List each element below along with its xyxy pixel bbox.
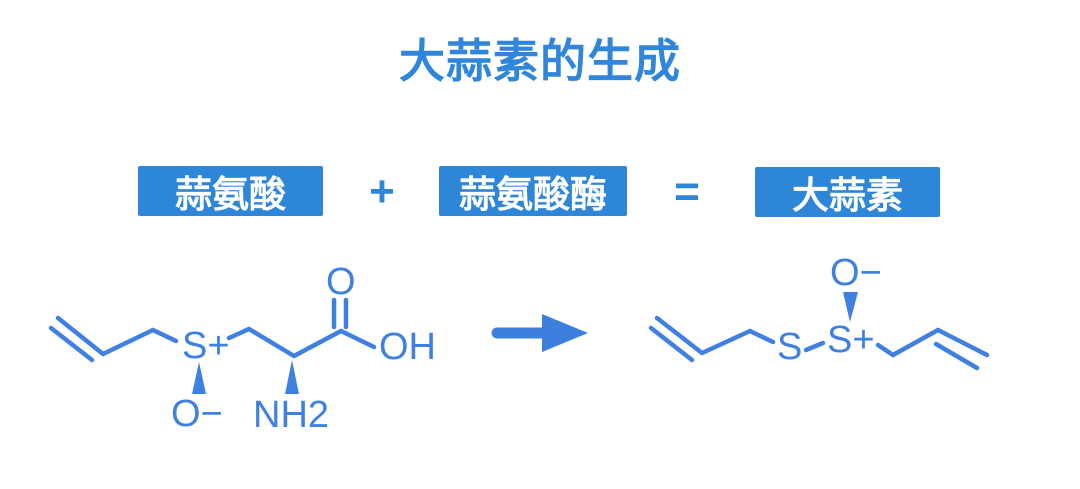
reaction-arrow-head (542, 314, 588, 352)
alliin-c-oh-bond (338, 328, 377, 350)
alliin-structure: S+ O− NH2 O OH (48, 261, 436, 436)
allicin-sulfonium-label: S+ (827, 319, 875, 361)
alliin-amine-label: NH2 (253, 394, 329, 436)
alliin-ch-nh2-wedge-bond (285, 360, 299, 394)
alliin-hydroxyl-label: OH (379, 326, 436, 368)
plus-sign: + (369, 167, 395, 216)
allicin-right-vinyl-double-bond-inner (933, 341, 980, 371)
reaction-scheme: S+ O− NH2 O OH S S+ (48, 252, 990, 436)
allicin-left-allyl-bond (699, 328, 753, 356)
reactant1-box: 蒜氨酸 (138, 166, 323, 216)
alliin-ch2-ch-bond (246, 326, 297, 359)
equals-sign: = (674, 167, 700, 216)
reaction-arrow (491, 314, 588, 352)
allicin-structure: S S+ O− (648, 252, 990, 371)
allicin-left-vinyl-double-bond-outer (654, 315, 705, 356)
allicin-s-s-bond (803, 340, 826, 353)
allicin-sulfide-label: S (777, 326, 802, 368)
alliin-vinyl-double-bond-outer (55, 315, 106, 357)
allicin-right-vinyl-double-bond-outer (935, 327, 990, 358)
allicin-right-allyl-bond (890, 327, 941, 358)
alliin-oxide-label: O− (171, 393, 223, 435)
alliin-vinyl-double-bond-inner (48, 325, 95, 363)
page-title: 大蒜素的生成 (399, 35, 681, 87)
alliin-s-ch2-bond (226, 326, 252, 341)
allicin-ch2-s-bond (747, 328, 776, 345)
alliin-sulfonium-label: S+ (182, 325, 230, 367)
alliin-s-o-wedge-bond (192, 362, 206, 394)
alliin-carbonyl-oxygen-label: O (326, 261, 356, 303)
product-box: 大蒜素 (755, 167, 940, 217)
allicin-s-ch2-bond (875, 342, 896, 358)
alliin-ch-c-bond (291, 328, 344, 359)
alliin-ch2-s-bond (150, 327, 179, 344)
allicin-s-o-wedge-bond (843, 292, 858, 322)
product-label: 大蒜素 (792, 175, 903, 216)
allicin-oxide-label: O− (830, 252, 882, 294)
allicin-left-vinyl-double-bond-inner (648, 325, 695, 363)
reactant2-label: 蒜氨酸酶 (459, 174, 607, 215)
reactant2-box: 蒜氨酸酶 (439, 166, 627, 216)
alliin-allyl-bond (100, 327, 156, 357)
reactant1-label: 蒜氨酸 (175, 174, 286, 215)
